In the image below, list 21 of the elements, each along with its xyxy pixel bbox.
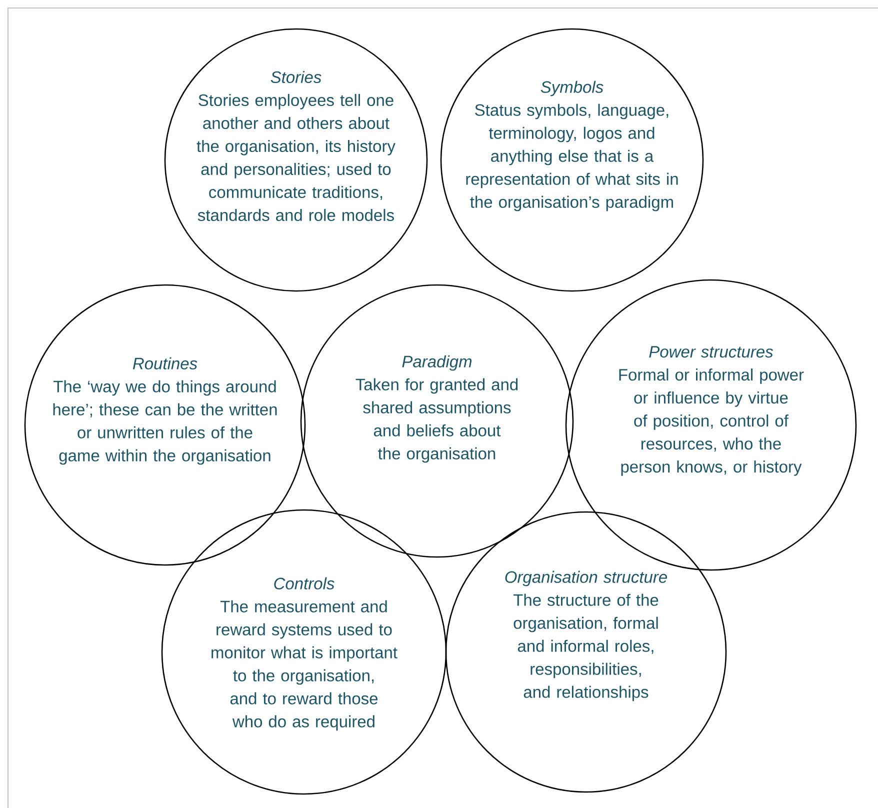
circle	[440, 28, 704, 292]
circle-description: Stories employees tell one another and others about the organisation, its history and personalities; used to communicate traditions, standards and role models	[196, 94, 396, 222]
circle	[24, 284, 306, 566]
circle-description: Taken for granted and shared assumptions and beliefs about the organisation	[356, 378, 518, 463]
circle-heading: Symbols	[540, 80, 604, 96]
circle	[445, 511, 727, 793]
circle	[161, 509, 447, 795]
circle-heading: Power structures	[649, 346, 773, 358]
circle-description: The structure of the organisation, formal and informal roles, responsibilities, and relationships	[513, 594, 658, 702]
circle-description: The measurement and reward systems used to monitor what is important to the organisation, and to reward those who do as required	[212, 600, 398, 731]
circle-heading: Stories	[270, 70, 322, 84]
circle	[164, 28, 428, 292]
circle-heading: Organisation structure	[505, 570, 667, 586]
circle-heading: Routines	[132, 357, 198, 370]
circle-description: Status symbols, language, terminology, logos and anything else that is a representation of what sits in the organisation’s paradigm	[466, 104, 678, 212]
circle-description: Formal or informal power or influence by virtue of position, control of resources, who the person knows, or history	[619, 368, 804, 476]
circle-heading: Controls	[274, 577, 334, 590]
circle-description: The ‘way we do things around here’; these can be the written or unwritten rules of the game within the organisation	[53, 380, 277, 465]
circle	[300, 284, 574, 558]
circle-heading: Paradigm	[402, 355, 472, 371]
circle	[565, 279, 857, 571]
